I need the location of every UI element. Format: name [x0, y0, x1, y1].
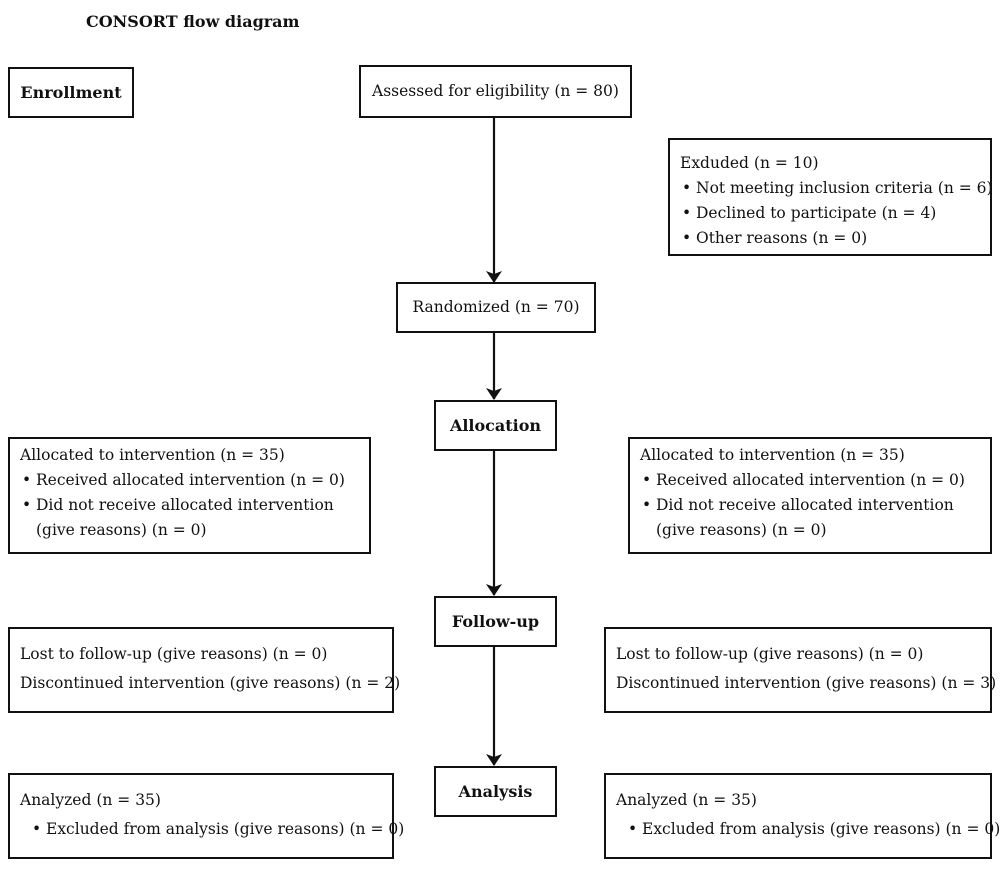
list-item: Other reasons (n = 0)	[680, 226, 980, 251]
followup-left-lost: Lost to follow-up (give reasons) (n = 0)	[20, 645, 328, 663]
list-item: Received allocated intervention (n = 0)	[20, 468, 359, 493]
allocation-left-box: Allocated to intervention (n = 35) Recei…	[8, 437, 371, 554]
assessed-box: Assessed for eligibility (n = 80)	[359, 65, 632, 118]
stage-enrollment: Enrollment	[8, 67, 134, 118]
randomized-box: Randomized (n = 70)	[396, 282, 596, 333]
allocation-right-heading: Allocated to intervention (n = 35)	[640, 446, 905, 464]
excluded-list: Not meeting inclusion criteria (n = 6) D…	[680, 176, 993, 251]
followup-left-box: Lost to follow-up (give reasons) (n = 0)…	[8, 627, 401, 713]
analysis-left-heading: Analyzed (n = 35)	[20, 791, 161, 809]
analysis-right-heading: Analyzed (n = 35)	[616, 791, 757, 809]
stage-analysis-label: Analysis	[458, 782, 533, 801]
allocation-right-box: Allocated to intervention (n = 35) Recei…	[628, 437, 992, 554]
allocation-right-list: Received allocated intervention (n = 0) …	[640, 468, 980, 543]
stage-followup: Follow-up	[434, 596, 557, 647]
analysis-left-list: Excluded from analysis (give reasons) (n…	[20, 815, 404, 844]
list-item: Did not receive allocated intervention (…	[640, 493, 980, 543]
allocation-left-list: Received allocated intervention (n = 0) …	[20, 468, 359, 543]
list-item: Did not receive allocated intervention (…	[20, 493, 359, 543]
followup-right-lost: Lost to follow-up (give reasons) (n = 0)	[616, 645, 924, 663]
assessed-text: Assessed for eligibility (n = 80)	[372, 82, 619, 100]
followup-left-discontinued: Discontinued intervention (give reasons)…	[20, 674, 401, 692]
list-item: Not meeting inclusion criteria (n = 6)	[680, 176, 993, 201]
list-item: Excluded from analysis (give reasons) (n…	[30, 815, 404, 844]
analysis-right-box: Analyzed (n = 35) Excluded from analysis…	[604, 773, 1000, 859]
followup-right-discontinued: Discontinued intervention (give reasons)…	[616, 674, 997, 692]
stage-followup-label: Follow-up	[451, 612, 540, 631]
stage-analysis: Analysis	[434, 766, 557, 817]
stage-allocation-label: Allocation	[449, 416, 542, 435]
excluded-box: Exduded (n = 10) Not meeting inclusion c…	[668, 138, 993, 256]
analysis-left-box: Analyzed (n = 35) Excluded from analysis…	[8, 773, 404, 859]
list-item: Excluded from analysis (give reasons) (n…	[626, 815, 1000, 844]
analysis-right-list: Excluded from analysis (give reasons) (n…	[616, 815, 1000, 844]
diagram-title: CONSORT flow diagram	[86, 12, 300, 31]
stage-allocation: Allocation	[434, 400, 557, 451]
list-item: Received allocated intervention (n = 0)	[640, 468, 980, 493]
stage-enrollment-label: Enrollment	[20, 83, 122, 102]
list-item: Declined to participate (n = 4)	[680, 201, 980, 226]
allocation-left-heading: Allocated to intervention (n = 35)	[20, 446, 285, 464]
followup-right-box: Lost to follow-up (give reasons) (n = 0)…	[604, 627, 997, 713]
randomized-text: Randomized (n = 70)	[412, 298, 580, 316]
excluded-heading: Exduded (n = 10)	[680, 154, 819, 172]
